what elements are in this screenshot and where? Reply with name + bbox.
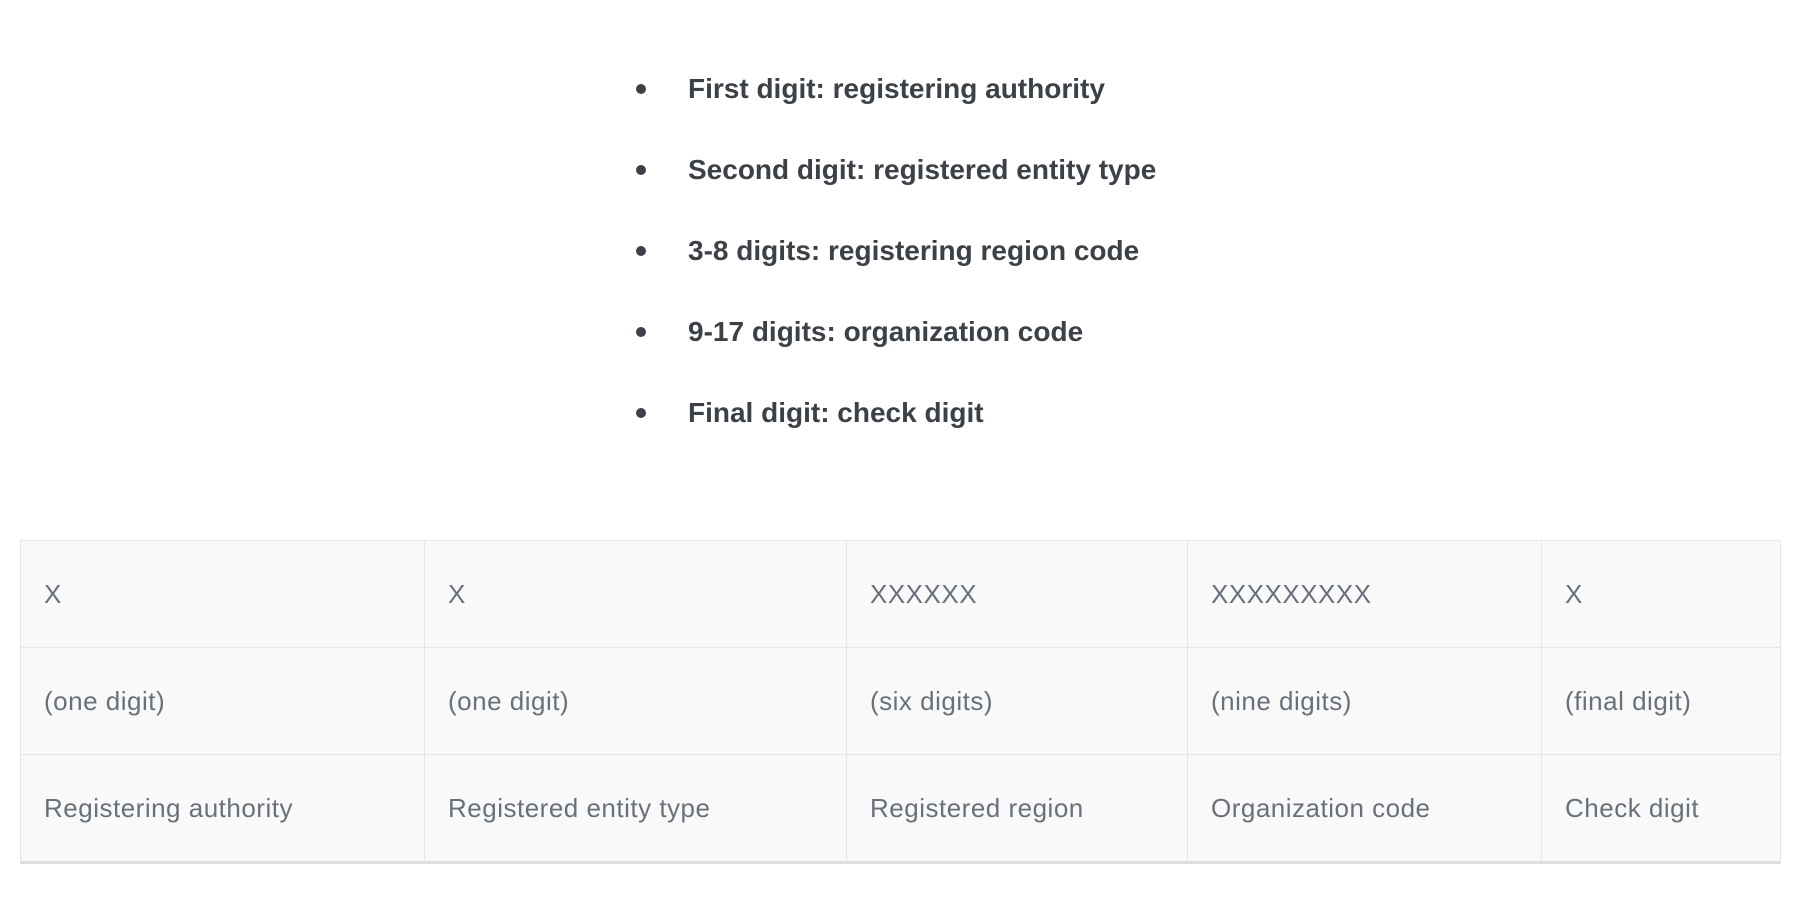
table-cell: Check digit	[1541, 754, 1781, 863]
table-cell: X	[1541, 540, 1781, 648]
table-cell: (one digit)	[424, 647, 847, 755]
table-cell: XXXXXX	[846, 540, 1188, 648]
table-cell: Registered entity type	[424, 754, 847, 863]
list-item-text: Second digit: registered entity type	[688, 154, 1157, 185]
bullet-icon	[636, 246, 646, 256]
digit-structure-list: First digit: registering authority Secon…	[636, 73, 1156, 478]
list-item-text: 3-8 digits: registering region code	[688, 235, 1140, 266]
table-cell: X	[424, 540, 847, 648]
bullet-icon	[636, 327, 646, 337]
table-cell: (one digit)	[20, 647, 425, 755]
list-item: 3-8 digits: registering region code	[636, 235, 1156, 267]
bullet-icon	[636, 408, 646, 418]
table-cell: XXXXXXXXX	[1187, 540, 1542, 648]
table-cell: Registered region	[846, 754, 1188, 863]
table-cell: Registering authority	[20, 754, 425, 863]
table-row-digit-pattern: X X XXXXXX XXXXXXXXX X	[20, 540, 1781, 648]
table-row-digit-count: (one digit) (one digit) (six digits) (ni…	[20, 647, 1781, 755]
table-cell: X	[20, 540, 425, 648]
bullet-icon	[636, 165, 646, 175]
bullet-icon	[636, 84, 646, 94]
table-cell: Organization code	[1187, 754, 1542, 863]
list-item-text: Final digit: check digit	[688, 397, 984, 428]
table-cell: (six digits)	[846, 647, 1188, 755]
code-structure-table: X X XXXXXX XXXXXXXXX X (one digit) (one …	[20, 540, 1781, 864]
table-cell: (final digit)	[1541, 647, 1781, 755]
list-item: 9-17 digits: organization code	[636, 316, 1156, 348]
list-item: Second digit: registered entity type	[636, 154, 1156, 186]
table-row-segment-meaning: Registering authority Registered entity …	[20, 754, 1781, 863]
list-item-text: 9-17 digits: organization code	[688, 316, 1084, 347]
table-cell: (nine digits)	[1187, 647, 1542, 755]
list-item-text: First digit: registering authority	[688, 73, 1105, 104]
list-item: First digit: registering authority	[636, 73, 1156, 105]
list-item: Final digit: check digit	[636, 397, 1156, 429]
